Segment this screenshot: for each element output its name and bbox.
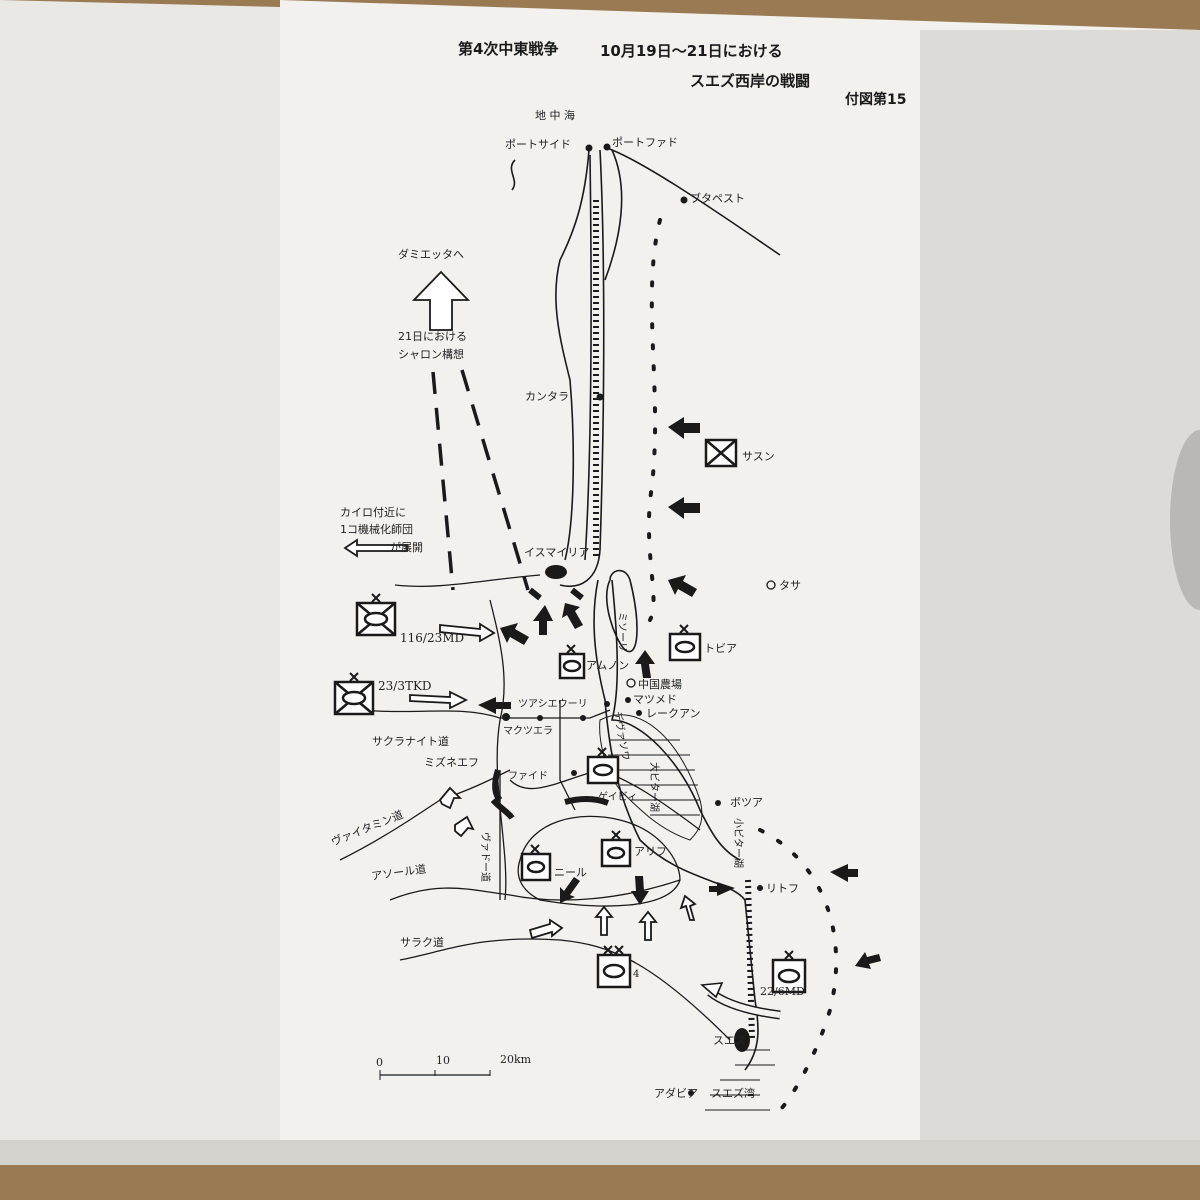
cairo-division-arrow-icon — [343, 538, 408, 558]
label-great-bitter-lake: 大ビター湖 — [648, 762, 661, 812]
egyptian-front-line — [646, 218, 839, 1112]
unit-23-3tkd-symbol — [333, 680, 375, 716]
arif-unit-symbol — [600, 838, 632, 868]
right-page — [920, 30, 1200, 1150]
chinese-farm-marker — [626, 678, 636, 688]
label-tasa: タサ — [779, 579, 801, 592]
label-maktsuera: マクツエラ — [503, 725, 553, 737]
geibi-unit-symbol — [586, 755, 620, 785]
label-small-bitter-lake: 小ビター湖 — [732, 818, 744, 868]
label-missouri: ミソーリ — [616, 612, 627, 652]
label-lakeside: レークアン — [646, 707, 701, 720]
label-geibi: ゲイビィ — [598, 791, 638, 803]
label-fayid: ファイド — [508, 771, 548, 782]
unit-size-marks — [349, 593, 794, 960]
label-saraku-road: サラク道 — [400, 935, 444, 949]
label-unit-22-6md: 22/6MD — [760, 985, 805, 998]
unit-4-symbol — [596, 953, 632, 989]
town-dots — [502, 143, 763, 1096]
label-vadoh-road: ヴァドー道 — [479, 832, 492, 882]
label-arif: アリフ — [634, 845, 667, 858]
label-unit-116-23md: 116/23MD — [400, 631, 464, 645]
label-tobia: トビア — [704, 642, 737, 655]
scale-0: 0 — [376, 1056, 383, 1069]
egyptian-counter-arrows — [343, 538, 697, 941]
unit-116-23md-symbol — [355, 601, 397, 637]
label-budapest: ブタペスト — [690, 191, 745, 205]
scale-20km: 20km — [500, 1053, 532, 1066]
damietta-arrow-icon — [411, 270, 471, 331]
title-line1a: 第4次中東戦争 — [458, 40, 558, 58]
label-cairo-1: カイロ付近に — [340, 506, 406, 519]
label-unit-4: 4 — [633, 969, 639, 980]
unit-symbols — [333, 438, 807, 994]
amnon-unit-symbol — [558, 652, 586, 680]
label-damietta: ダミエッタへ — [398, 247, 464, 261]
label-port-fuad: ポートファド — [612, 136, 678, 149]
tasa-marker — [766, 580, 776, 590]
label-qantara: カンタラ — [525, 390, 569, 403]
label-unit-23-3tkd: 23/3TKD — [378, 679, 432, 693]
label-sharon-1: 21日における — [398, 330, 467, 343]
title-line2: スエズ西岸の戦闘 — [690, 72, 810, 90]
scale-bar: 0 10 20km — [376, 1053, 532, 1080]
label-sakuranaito-road: サクラナイト道 — [372, 734, 449, 748]
label-nir: ニール — [554, 866, 587, 879]
label-suez: スエズ — [713, 1033, 746, 1047]
label-gulf-of-suez: スエズ湾 — [711, 1086, 755, 1100]
label-sasun: サスン — [742, 450, 775, 463]
nir-unit-symbol — [520, 852, 552, 882]
unit-22-6md-symbol — [771, 958, 807, 994]
sasun-symbol — [704, 438, 738, 468]
label-amnon: アムノン — [586, 659, 629, 672]
label-tsuashieuri: ツアシエウーリ — [518, 698, 588, 710]
great-bitter-lake — [599, 714, 703, 841]
label-port-said: ポートサイド — [505, 138, 571, 151]
label-adabia: アダビア — [654, 1086, 698, 1100]
label-mizuneef: ミズネエフ — [424, 755, 479, 769]
label-sea: 地 中 海 — [535, 108, 575, 122]
label-chinese-farm: 中国農場 — [638, 677, 682, 691]
page-shadow — [1170, 430, 1200, 610]
tobia-unit-symbol — [668, 632, 702, 662]
annotations: ダミエッタへ 21日における シャロン構想 カイロ付近に 1コ機械化師団 が展開 — [340, 247, 467, 554]
page-edges — [0, 1140, 1200, 1165]
label-cairo-3: が展開 — [390, 540, 423, 554]
label-cairo-2: 1コ機械化師団 — [340, 522, 413, 536]
figure-number: 付図第15 — [845, 91, 906, 108]
sharon-plan-lines — [431, 369, 530, 591]
defense-arcs — [490, 587, 610, 820]
label-sharon-2: シャロン構想 — [398, 347, 464, 361]
label-ismailia: イスマイリア — [524, 546, 589, 559]
map-title: 第4次中東戦争 10月19日～21日における スエズ西岸の戦闘 付図第15 — [458, 40, 906, 108]
label-matsumed: マツメド — [633, 693, 677, 706]
unit-labels: 116/23MD 23/3TKD 4 22/6MD — [378, 631, 805, 998]
suez-counter-arrowhead-icon — [700, 982, 724, 999]
label-botsua: ボツア — [730, 796, 763, 809]
title-line1b: 10月19日～21日における — [600, 42, 783, 60]
scale-10: 10 — [436, 1054, 450, 1067]
place-labels: 地 中 海 ポートサイド ポートファド ブタペスト カンタラ サスン イスマイリ… — [424, 108, 801, 1100]
israeli-attack-arrows — [478, 417, 881, 969]
label-litof: リトフ — [766, 882, 799, 895]
